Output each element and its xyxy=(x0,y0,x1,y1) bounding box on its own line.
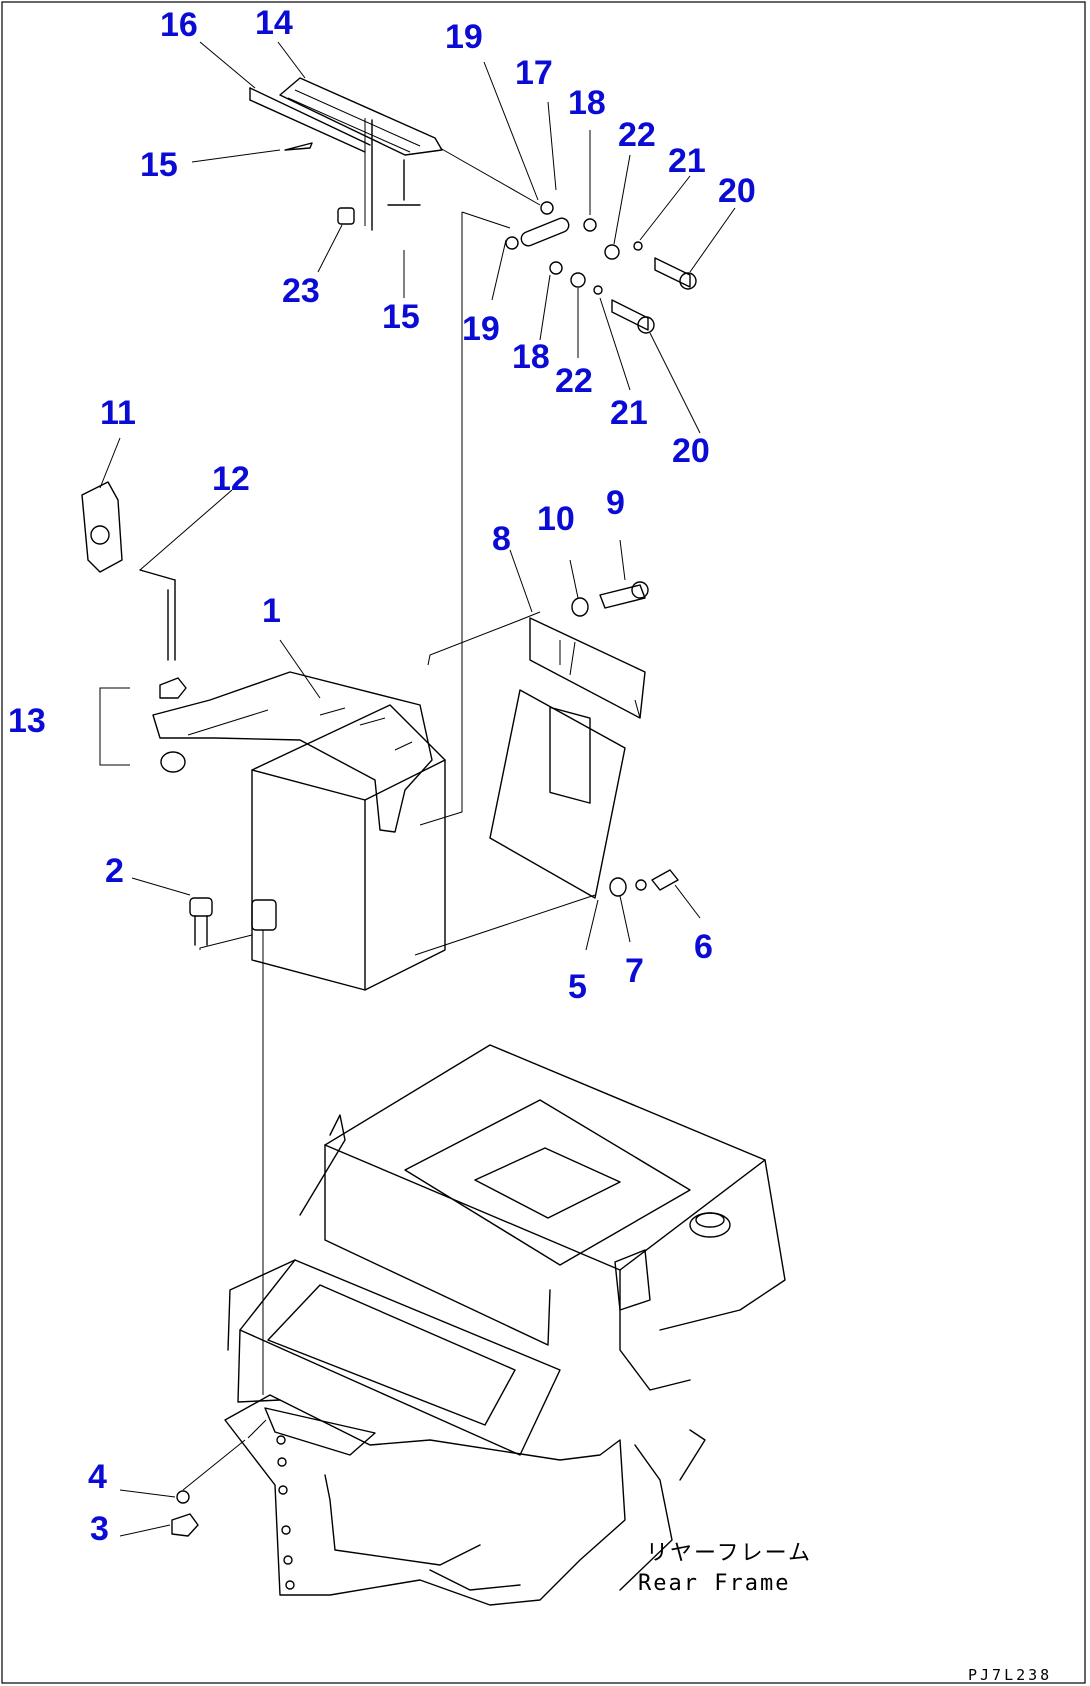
callout-15b: 15 xyxy=(382,298,420,336)
callout-15: 15 xyxy=(140,146,178,184)
hold-down-assembly xyxy=(81,481,433,833)
callout-5: 5 xyxy=(568,968,587,1006)
callout-6: 6 xyxy=(694,928,713,966)
callout-2: 2 xyxy=(105,852,124,890)
callout-1: 1 xyxy=(262,592,281,630)
callout-10: 10 xyxy=(537,500,575,538)
callout-22: 22 xyxy=(618,116,656,154)
callout-13: 13 xyxy=(8,702,46,740)
callout-14: 14 xyxy=(255,4,293,42)
callout-12: 12 xyxy=(212,460,250,498)
callout-labels: 16 14 15 23 15 19 17 18 22 21 20 19 18 2… xyxy=(8,4,756,1548)
bolt-2 xyxy=(189,897,253,950)
callout-19: 19 xyxy=(445,18,483,56)
callout-4: 4 xyxy=(88,1458,107,1496)
strap-plate-14 xyxy=(279,77,443,156)
callout-16: 16 xyxy=(160,6,198,44)
callout-7: 7 xyxy=(625,952,644,990)
callout-3: 3 xyxy=(90,1510,109,1548)
callout-18: 18 xyxy=(568,84,606,122)
callout-19b: 19 xyxy=(462,310,500,348)
drawing-code: PJ7L238 xyxy=(968,1666,1052,1684)
callout-20: 20 xyxy=(718,172,756,210)
callout-9: 9 xyxy=(606,484,625,522)
cover-assembly xyxy=(414,581,679,956)
rear-frame xyxy=(171,930,786,1606)
leader-lines xyxy=(99,41,736,1537)
callout-21: 21 xyxy=(668,142,706,180)
callout-8: 8 xyxy=(492,520,511,558)
callout-21b: 21 xyxy=(610,394,648,432)
battery-box-1 xyxy=(251,704,446,991)
callout-11: 11 xyxy=(100,394,136,432)
rear-frame-caption-en: Rear Frame xyxy=(638,1571,790,1596)
rear-frame-caption-jp: リヤーフレーム xyxy=(646,1541,812,1566)
callout-23: 23 xyxy=(282,272,320,310)
callout-22b: 22 xyxy=(555,362,593,400)
link-plate-17 xyxy=(520,217,570,247)
strap-assembly xyxy=(249,77,697,826)
clip-11 xyxy=(81,481,123,573)
callout-20b: 20 xyxy=(672,432,710,470)
callout-18b: 18 xyxy=(512,338,550,376)
callout-17: 17 xyxy=(515,54,553,92)
